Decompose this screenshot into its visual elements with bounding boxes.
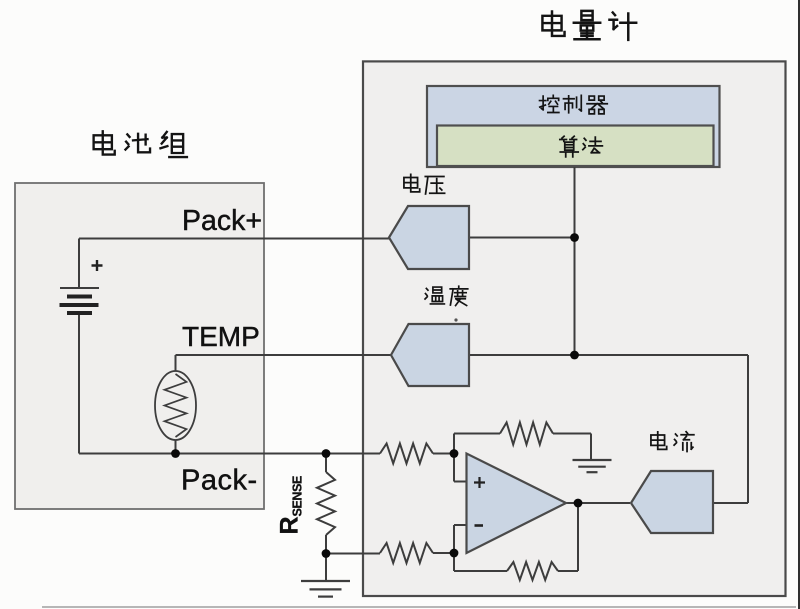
svg-text:Pack+: Pack+ xyxy=(182,205,262,237)
svg-text:Pack-: Pack- xyxy=(181,465,258,497)
svg-text:TEMP: TEMP xyxy=(182,321,260,352)
